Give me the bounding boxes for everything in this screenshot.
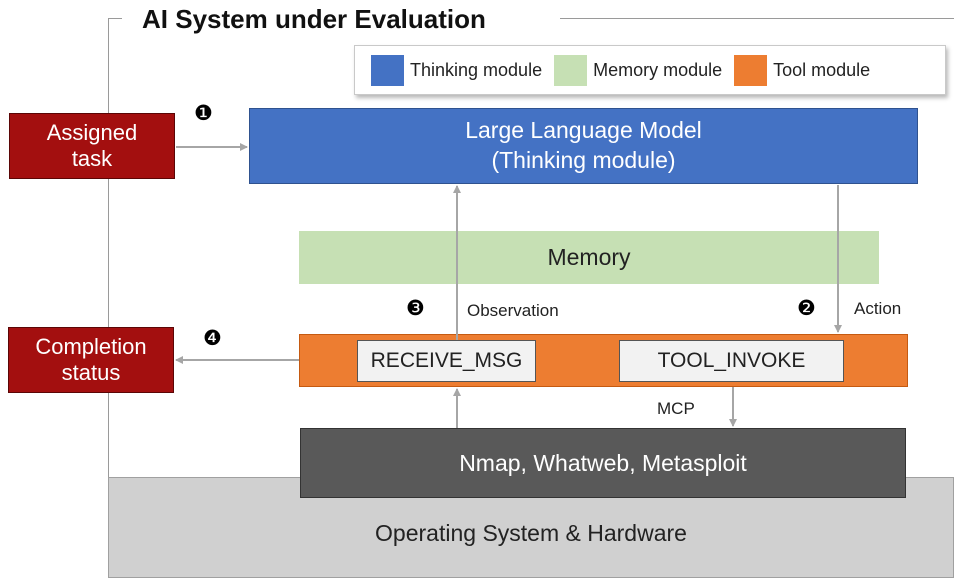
legend-label-thinking: Thinking module [410, 59, 543, 80]
os-hardware-label: Operating System & Hardware [375, 520, 687, 546]
frame-top-border-right [560, 18, 954, 19]
completion-status-line2: status [61, 360, 121, 385]
diagram-title: AI System under Evaluation [142, 4, 486, 34]
completion-status-box: Completion status [8, 327, 174, 393]
frame-left-border [108, 18, 109, 578]
mcp-label: MCP [657, 399, 695, 418]
legend-item-memory: Memory module [554, 54, 723, 86]
legend-label-memory: Memory module [593, 59, 723, 80]
llm-line2: (Thinking module) [491, 147, 676, 173]
llm-box: Large Language Model (Thinking module) [249, 108, 918, 184]
frame-top-border-left [108, 18, 122, 19]
receive-msg-box: RECEIVE_MSG [357, 340, 536, 382]
memory-label: Memory [547, 244, 631, 270]
legend: Thinking module Memory module Tool modul… [354, 45, 946, 95]
step-four-badge: ❹ [203, 327, 222, 350]
action-label: Action [854, 299, 902, 318]
legend-swatch-memory [554, 54, 588, 86]
completion-status-line1: Completion [35, 333, 147, 359]
assigned-task-line2: task [71, 146, 113, 171]
step-three-badge: ❸ [406, 297, 425, 320]
memory-box: Memory [299, 231, 879, 284]
step-one-badge: ❶ [194, 102, 213, 125]
tool-invoke-label: TOOL_INVOKE [657, 349, 806, 372]
legend-swatch-tool [734, 54, 768, 86]
tools-label: Nmap, Whatweb, Metasploit [459, 449, 747, 476]
receive-msg-label: RECEIVE_MSG [370, 349, 523, 372]
assigned-task-box: Assigned task [9, 113, 175, 179]
legend-swatch-thinking [371, 54, 404, 86]
legend-item-tool: Tool module [734, 54, 871, 86]
step-two-badge: ❷ [797, 297, 816, 320]
tool-invoke-box: TOOL_INVOKE [619, 340, 844, 382]
legend-item-thinking: Thinking module [371, 54, 543, 86]
llm-line1: Large Language Model [465, 117, 702, 144]
legend-label-tool: Tool module [773, 59, 871, 80]
assigned-task-line1: Assigned [46, 119, 138, 145]
tools-box: Nmap, Whatweb, Metasploit [300, 428, 906, 498]
observation-label: Observation [467, 301, 559, 320]
